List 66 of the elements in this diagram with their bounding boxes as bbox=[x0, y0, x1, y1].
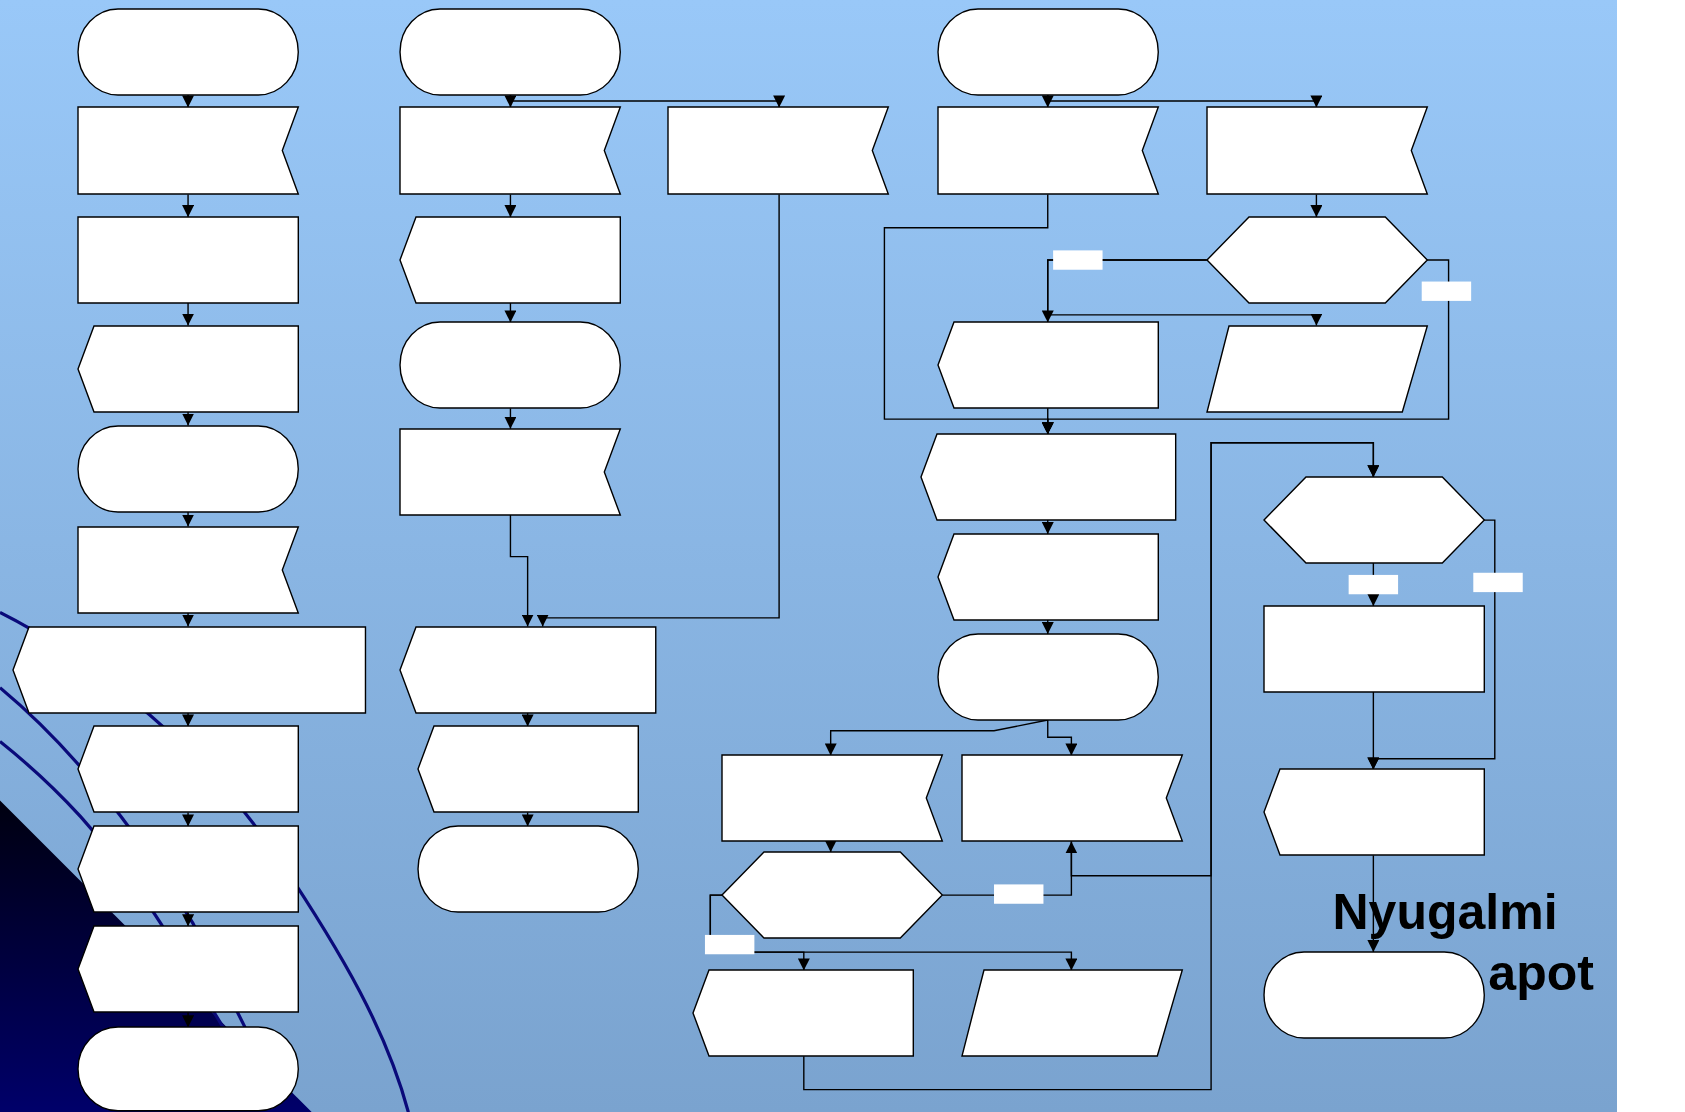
state-terminal bbox=[1262, 951, 1486, 1040]
arrow bbox=[1047, 93, 1323, 109]
decision-hexagon bbox=[1262, 476, 1486, 565]
output-signal-shape bbox=[937, 321, 1160, 410]
output-signal-shape bbox=[77, 324, 300, 413]
input-signal-shape bbox=[77, 525, 300, 614]
process-box bbox=[1262, 605, 1486, 694]
state-terminal bbox=[398, 7, 622, 96]
input-signal-shape bbox=[937, 106, 1160, 196]
state-caption: apot bbox=[1488, 947, 1594, 998]
arrow bbox=[1041, 407, 1054, 435]
arrow bbox=[182, 302, 195, 327]
arrow bbox=[504, 193, 517, 218]
output-signal-shape bbox=[398, 625, 657, 714]
state-terminal bbox=[77, 1026, 300, 1112]
state-terminal bbox=[417, 825, 640, 914]
output-signal-shape bbox=[417, 725, 640, 814]
output-signal-shape bbox=[1262, 768, 1486, 857]
input-signal-shape bbox=[398, 106, 622, 196]
input-signal-shape bbox=[1205, 106, 1429, 196]
arrow bbox=[504, 93, 517, 109]
state-terminal bbox=[77, 424, 300, 513]
arrow bbox=[1310, 193, 1323, 218]
input-signal-shape bbox=[398, 427, 622, 516]
input-signal-shape bbox=[721, 754, 944, 843]
input-signal-shape bbox=[667, 106, 890, 196]
output-signal-shape bbox=[77, 925, 300, 1014]
arrow bbox=[1041, 93, 1054, 109]
arrow bbox=[1041, 619, 1054, 635]
arrow bbox=[521, 711, 534, 728]
arrow bbox=[1367, 691, 1380, 771]
arrow bbox=[504, 407, 517, 430]
output-signal-shape bbox=[77, 825, 300, 914]
output-signal-shape bbox=[77, 725, 300, 814]
output-signal-shape bbox=[11, 625, 367, 714]
output-signal-shape bbox=[692, 969, 915, 1058]
arrow bbox=[536, 193, 780, 628]
input-signal-shape bbox=[960, 754, 1184, 843]
arrow bbox=[182, 611, 195, 628]
arrow bbox=[504, 302, 517, 324]
arrow bbox=[182, 410, 195, 427]
arrow bbox=[182, 1011, 195, 1029]
arrow bbox=[182, 811, 195, 828]
arrow bbox=[182, 93, 195, 109]
output-signal-shape bbox=[398, 216, 622, 305]
arrow bbox=[803, 442, 1380, 1091]
arrow bbox=[182, 193, 195, 218]
arrow bbox=[1047, 719, 1078, 757]
decision-hexagon bbox=[721, 851, 944, 940]
arrow bbox=[182, 711, 195, 728]
output-signal-shape bbox=[937, 533, 1160, 622]
arrow bbox=[1041, 519, 1054, 535]
state-terminal bbox=[398, 321, 622, 410]
arrow bbox=[521, 811, 534, 828]
arrow bbox=[824, 840, 837, 853]
input-signal-shape bbox=[77, 106, 300, 196]
arrow bbox=[182, 911, 195, 928]
arrow bbox=[509, 514, 534, 628]
output-signal-shape bbox=[919, 433, 1177, 522]
arrow bbox=[1047, 259, 1323, 327]
state-terminal bbox=[77, 7, 300, 96]
state-terminal bbox=[937, 633, 1160, 721]
decision-hexagon bbox=[1205, 216, 1429, 305]
state-terminal bbox=[937, 7, 1160, 96]
process-box bbox=[77, 216, 300, 305]
arrow bbox=[182, 510, 195, 528]
